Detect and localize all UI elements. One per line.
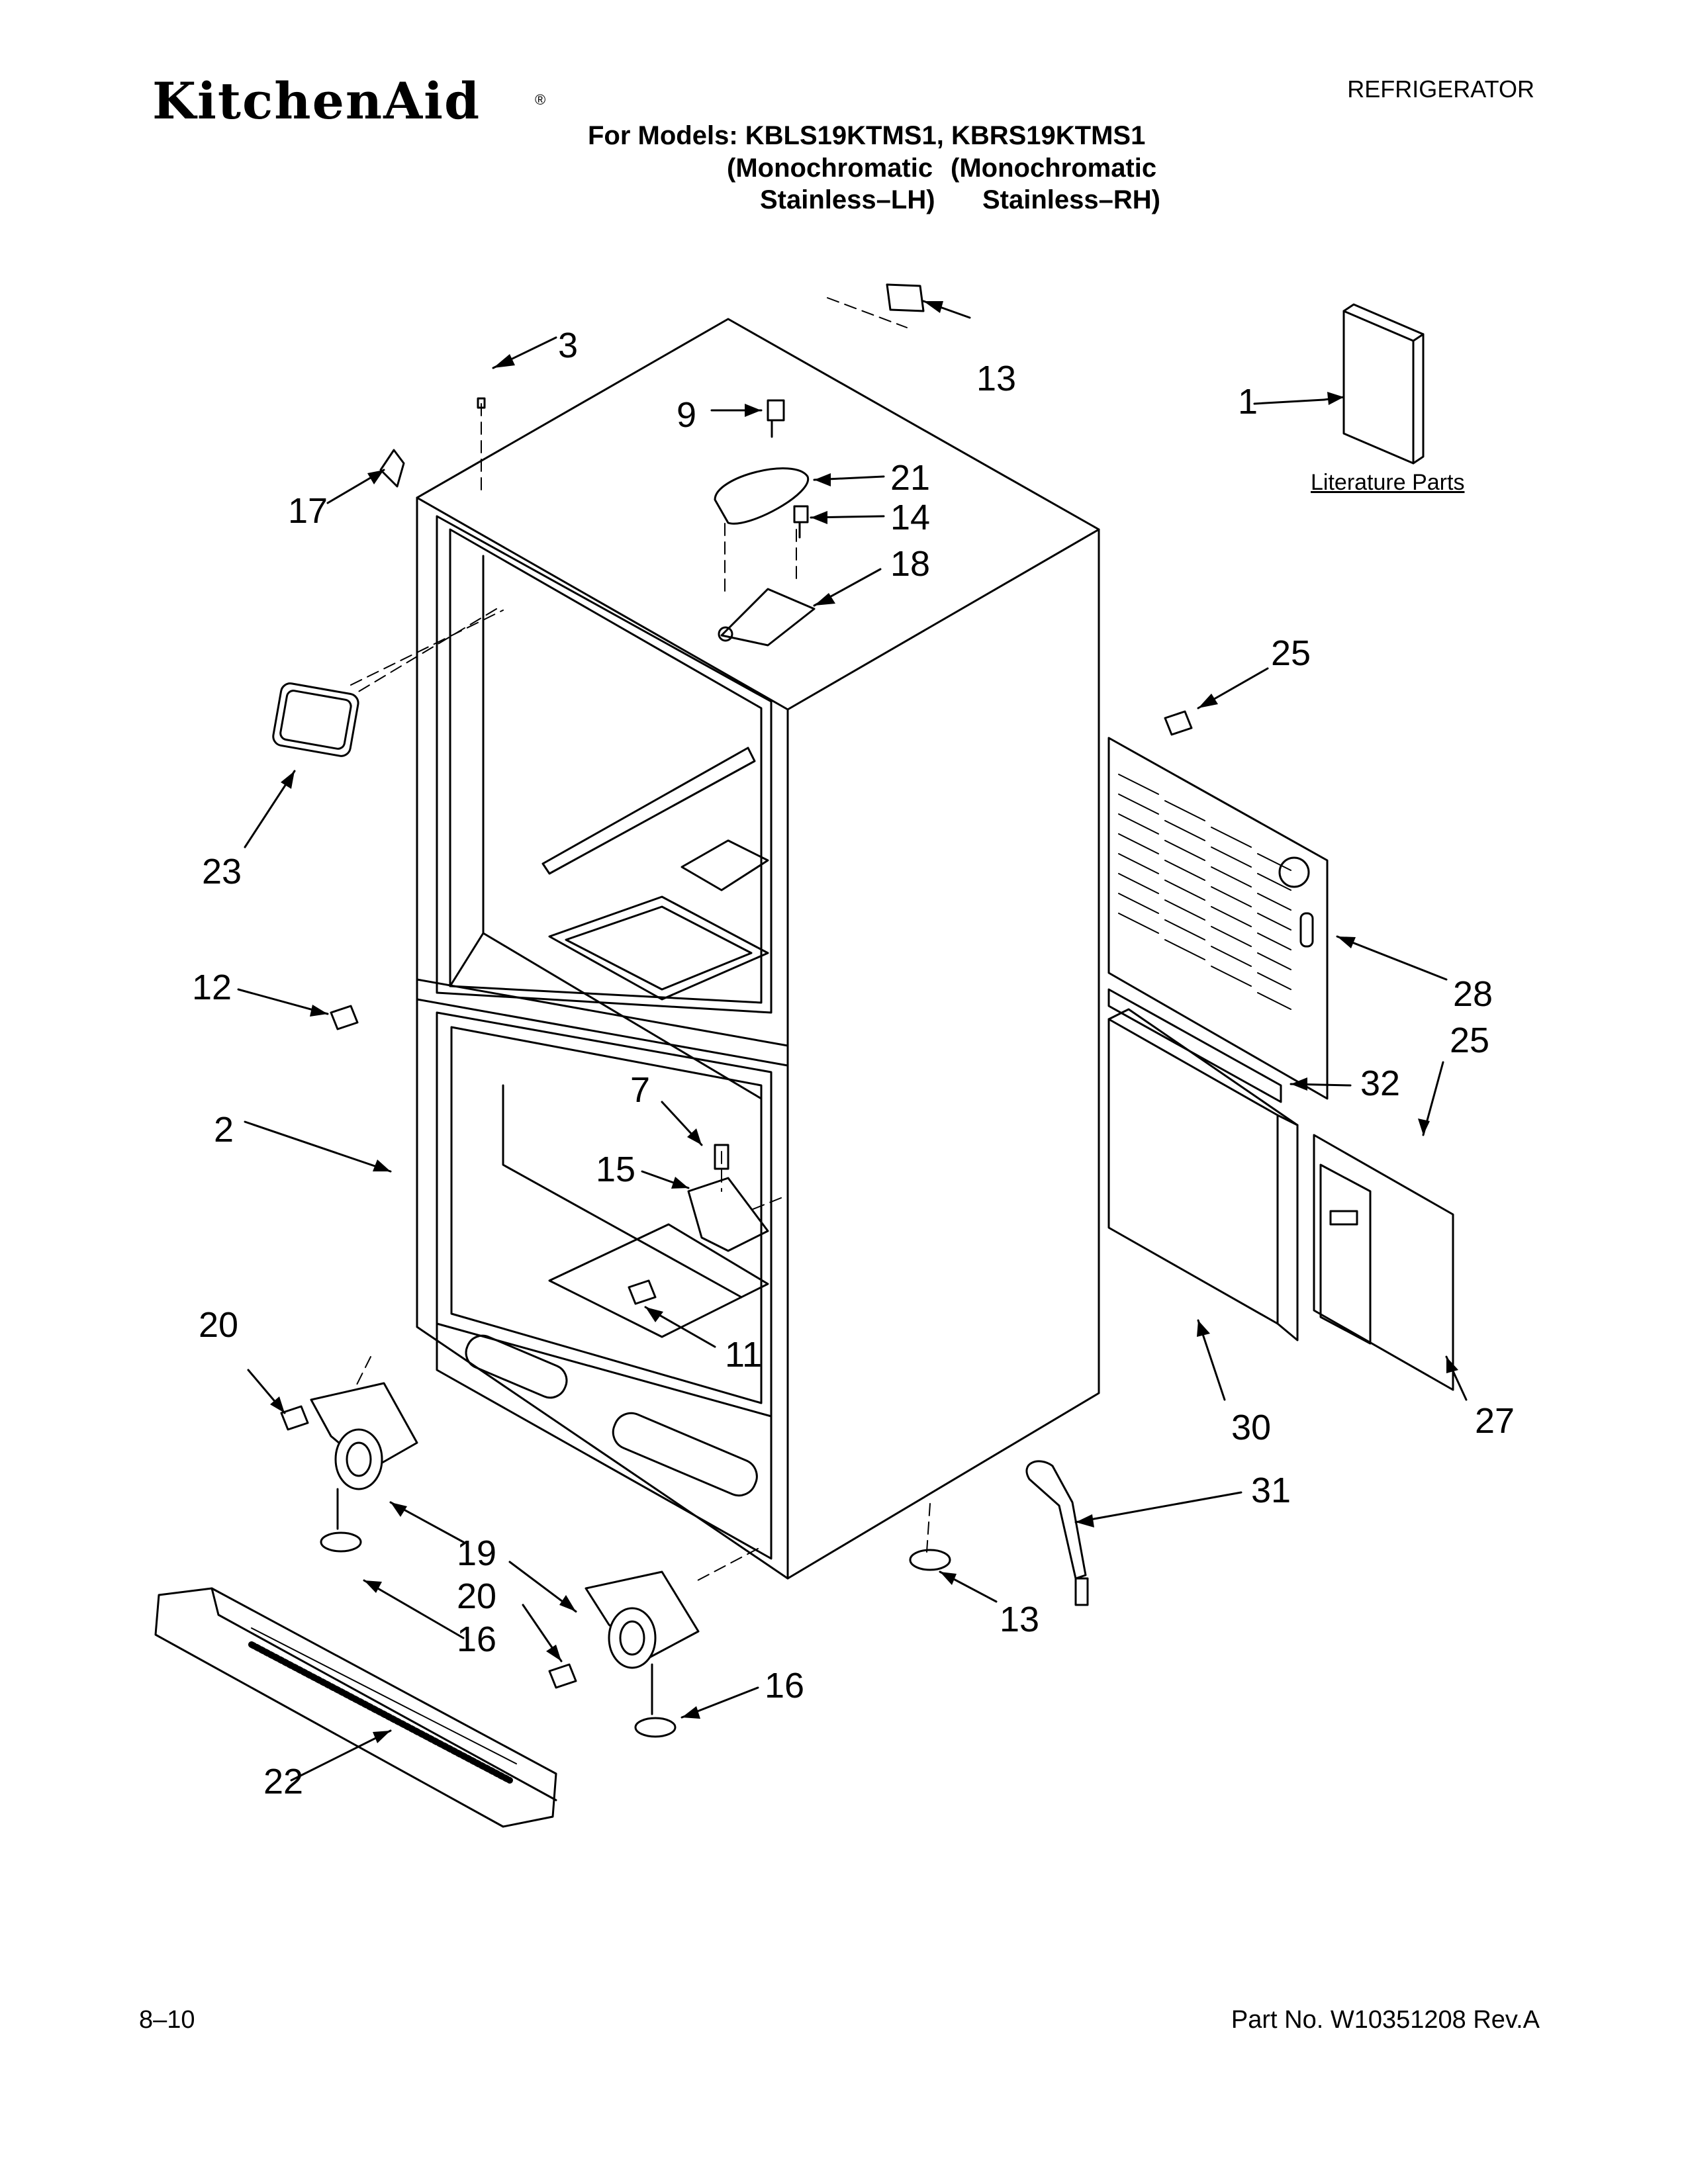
- callout-20-center: 20: [457, 1576, 497, 1616]
- top-hinge-assembly: [714, 399, 816, 647]
- callout-9: 9: [677, 395, 697, 435]
- model2-finish-line2: Stainless–RH): [982, 185, 1160, 214]
- foot-pad: [909, 1549, 951, 1571]
- literature-parts-label: Literature Parts: [1311, 470, 1465, 495]
- kickplate-grille: [154, 1587, 557, 1828]
- callout-7: 7: [630, 1070, 651, 1110]
- roller-bracket-left: [310, 1382, 418, 1553]
- callout-22: 22: [263, 1762, 304, 1801]
- registered-mark: ®: [535, 91, 546, 108]
- brand-logo: KitchenAid: [152, 71, 481, 130]
- callout-17: 17: [288, 491, 328, 531]
- callout-28: 28: [1453, 974, 1493, 1014]
- top-pad: [886, 283, 925, 312]
- energy-badge: [272, 682, 359, 757]
- callout-16-left: 16: [457, 1619, 497, 1659]
- arrowheads: [270, 301, 1458, 1743]
- callout-25-top: 25: [1271, 633, 1311, 673]
- callout-23: 23: [202, 852, 242, 891]
- seal-strip: [1107, 988, 1282, 1103]
- callout-30: 30: [1231, 1408, 1272, 1447]
- callout-2: 2: [214, 1110, 234, 1150]
- callout-25-right: 25: [1450, 1021, 1490, 1060]
- center-hinge-bracket: [687, 1177, 769, 1252]
- revision-date: 8–10: [139, 2006, 195, 2034]
- callout-1: 1: [1238, 382, 1258, 422]
- callout-31: 31: [1251, 1471, 1291, 1510]
- callout-21: 21: [890, 458, 931, 498]
- callout-18: 18: [890, 544, 931, 584]
- callout-16-right: 16: [765, 1666, 805, 1706]
- callout-19: 19: [457, 1533, 497, 1573]
- part-number: Part No. W10351208 Rev.A: [1231, 2006, 1540, 2034]
- callout-15: 15: [596, 1150, 636, 1189]
- callout-13-top: 13: [976, 359, 1017, 398]
- callout-27: 27: [1475, 1401, 1515, 1441]
- roller-bracket-right: [585, 1570, 700, 1738]
- callout-13-bottom: 13: [1000, 1600, 1040, 1639]
- model1-finish-line1: (Monochromatic: [727, 154, 933, 183]
- model2-finish-line1: (Monochromatic: [951, 154, 1157, 183]
- insulation-panel: [1107, 1008, 1299, 1342]
- callout-3: 3: [558, 326, 579, 365]
- callout-32: 32: [1360, 1064, 1401, 1103]
- callout-14: 14: [890, 498, 931, 537]
- callout-20-left: 20: [199, 1305, 239, 1345]
- models-line: For Models: KBLS19KTMS1, KBRS19KTMS1: [588, 121, 1146, 150]
- model1-finish-line2: Stainless–LH): [760, 185, 935, 214]
- tool-part: [1025, 1460, 1089, 1606]
- rear-grille-panel: [1107, 737, 1329, 1100]
- electrical-cover: [1313, 1134, 1454, 1391]
- callout-12: 12: [192, 968, 232, 1007]
- appliance-category: REFRIGERATOR: [1347, 75, 1534, 103]
- literature-parts: [1342, 303, 1425, 465]
- callout-11: 11: [725, 1335, 763, 1375]
